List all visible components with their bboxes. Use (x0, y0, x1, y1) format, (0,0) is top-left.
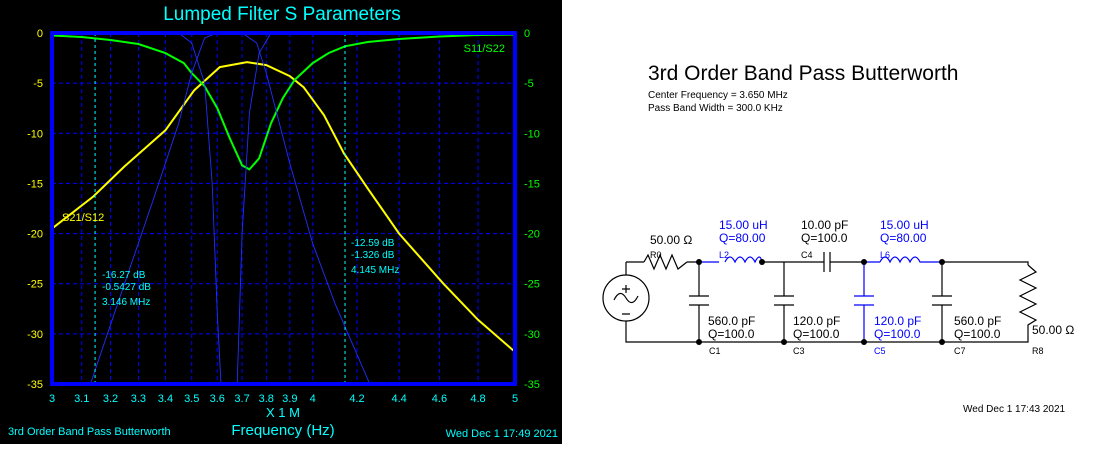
c5-ref: C5 (874, 346, 886, 356)
y-tick-label-left: 0 (37, 28, 43, 40)
y-tick-label-right: -30 (524, 329, 540, 341)
x-tick-label: 3.7 (234, 393, 249, 405)
c7-q: Q=100.0 (954, 327, 1001, 341)
x-tick-label: 4.6 (432, 393, 447, 405)
x-tick-label: 3.8 (259, 393, 274, 405)
schematic: 50.00 Ω R0 15.00 uH Q=80.00 L2 10.00 pF … (602, 218, 1074, 356)
voltage-source-icon (602, 274, 650, 322)
r8-value: 50.00 Ω (1032, 323, 1074, 337)
y-tick-label-right: -10 (524, 128, 540, 140)
schematic-title: 3rd Order Band Pass Butterworth (648, 62, 959, 85)
x-tick-label: 5 (512, 393, 518, 405)
l2-ref: L2 (719, 250, 729, 260)
y-tick-label-right: -5 (524, 78, 534, 90)
y-tick-label-left: -5 (33, 78, 43, 90)
l6-q: Q=80.00 (880, 231, 927, 245)
legend-s21: S21/S12 (62, 212, 104, 224)
c1-ref: C1 (709, 346, 721, 356)
marker-readout: 3.146 MHz (102, 297, 150, 308)
y-tick-label-right: -15 (524, 178, 540, 190)
series-trace-c (236, 32, 272, 385)
y-tick-label-left: -20 (27, 229, 43, 241)
y-tick-label-left: -30 (27, 329, 43, 341)
x-tick-label: 3.6 (210, 393, 225, 405)
c7-value: 560.0 pF (954, 314, 1001, 328)
series-trace-a (89, 32, 290, 385)
y-tick-label-right: -25 (524, 279, 540, 291)
x-tick-label: 3.3 (131, 393, 146, 405)
c5-q: Q=100.0 (874, 327, 921, 341)
x-tick-label: 3 (49, 393, 55, 405)
x-tick-label: 4 (310, 393, 316, 405)
y-tick-label-right: 0 (524, 28, 530, 40)
x-tick-label: 4.4 (391, 393, 406, 405)
marker-readout: -16.27 dB (102, 270, 146, 281)
x-axis-label: Frequency (Hz) (231, 422, 334, 439)
series-s11-s22 (51, 33, 516, 171)
series-trace-d (241, 32, 371, 385)
c4-value: 10.00 pF (801, 218, 848, 232)
y-tick-label-left: -10 (27, 128, 43, 140)
c4-ref: C4 (801, 250, 813, 260)
footer-title: 3rd Order Band Pass Butterworth (8, 426, 171, 438)
l2-value: 15.00 uH (719, 218, 768, 232)
pass-band-width: Pass Band Width = 300.0 KHz (648, 103, 783, 114)
r0-ref: R0 (650, 250, 662, 260)
chart: Lumped Filter S Parameters 3 3.1 3.2 3.3 3.4… (8, 4, 558, 440)
r8-ref: R8 (1032, 346, 1044, 356)
x-tick-label: 4.2 (349, 393, 364, 405)
c4-q: Q=100.0 (801, 231, 848, 245)
c3-value: 120.0 pF (793, 314, 840, 328)
y-tick-label-left: -15 (27, 178, 43, 190)
c3-q: Q=100.0 (793, 327, 840, 341)
x-tick-label: 3.9 (282, 393, 297, 405)
c5-value: 120.0 pF (874, 314, 921, 328)
x-scale-label: X 1 M (266, 405, 300, 420)
l6-ref: L6 (880, 250, 890, 260)
s-parameter-chart-panel: Lumped Filter S Parameters 3 3.1 3.2 3.3 3.4… (0, 0, 562, 444)
c1-q: Q=100.0 (708, 327, 755, 341)
l6-value: 15.00 uH (880, 218, 929, 232)
l2-q: Q=80.00 (719, 231, 766, 245)
c7-ref: C7 (954, 346, 966, 356)
y-tick-label-right: -20 (524, 229, 540, 241)
schematic-date: Wed Dec 1 17:43 2021 (963, 404, 1066, 415)
x-tick-label: 4.8 (470, 393, 485, 405)
x-tick-label: 3.5 (184, 393, 199, 405)
y-tick-label-right: -35 (524, 379, 540, 391)
marker-readout: -0.5427 dB (102, 282, 151, 293)
x-tick-label: 3.2 (103, 393, 118, 405)
schematic-panel: 3rd Order Band Pass Butterworth Center F… (562, 0, 1095, 444)
footer-date: Wed Dec 1 17:49 2021 (446, 428, 558, 440)
marker-readout: 4.145 MHz (351, 265, 399, 276)
plot-frame (50, 31, 517, 386)
x-tick-label: 3.1 (74, 393, 89, 405)
y-tick-label-left: -35 (27, 379, 43, 391)
chart-title: Lumped Filter S Parameters (163, 4, 401, 25)
series-trace-b (178, 32, 222, 385)
x-tick-label: 3.4 (158, 393, 173, 405)
r0-value: 50.00 Ω (650, 233, 692, 247)
marker-readout: -12.59 dB (351, 238, 395, 249)
c3-ref: C3 (793, 346, 805, 356)
legend-s11: S11/S22 (464, 43, 505, 55)
marker-readout: -1.326 dB (351, 250, 395, 261)
y-tick-label-left: -25 (27, 279, 43, 291)
center-frequency: Center Frequency = 3.650 MHz (648, 90, 788, 101)
series-s21-s12 (51, 61, 516, 353)
c1-value: 560.0 pF (708, 314, 755, 328)
